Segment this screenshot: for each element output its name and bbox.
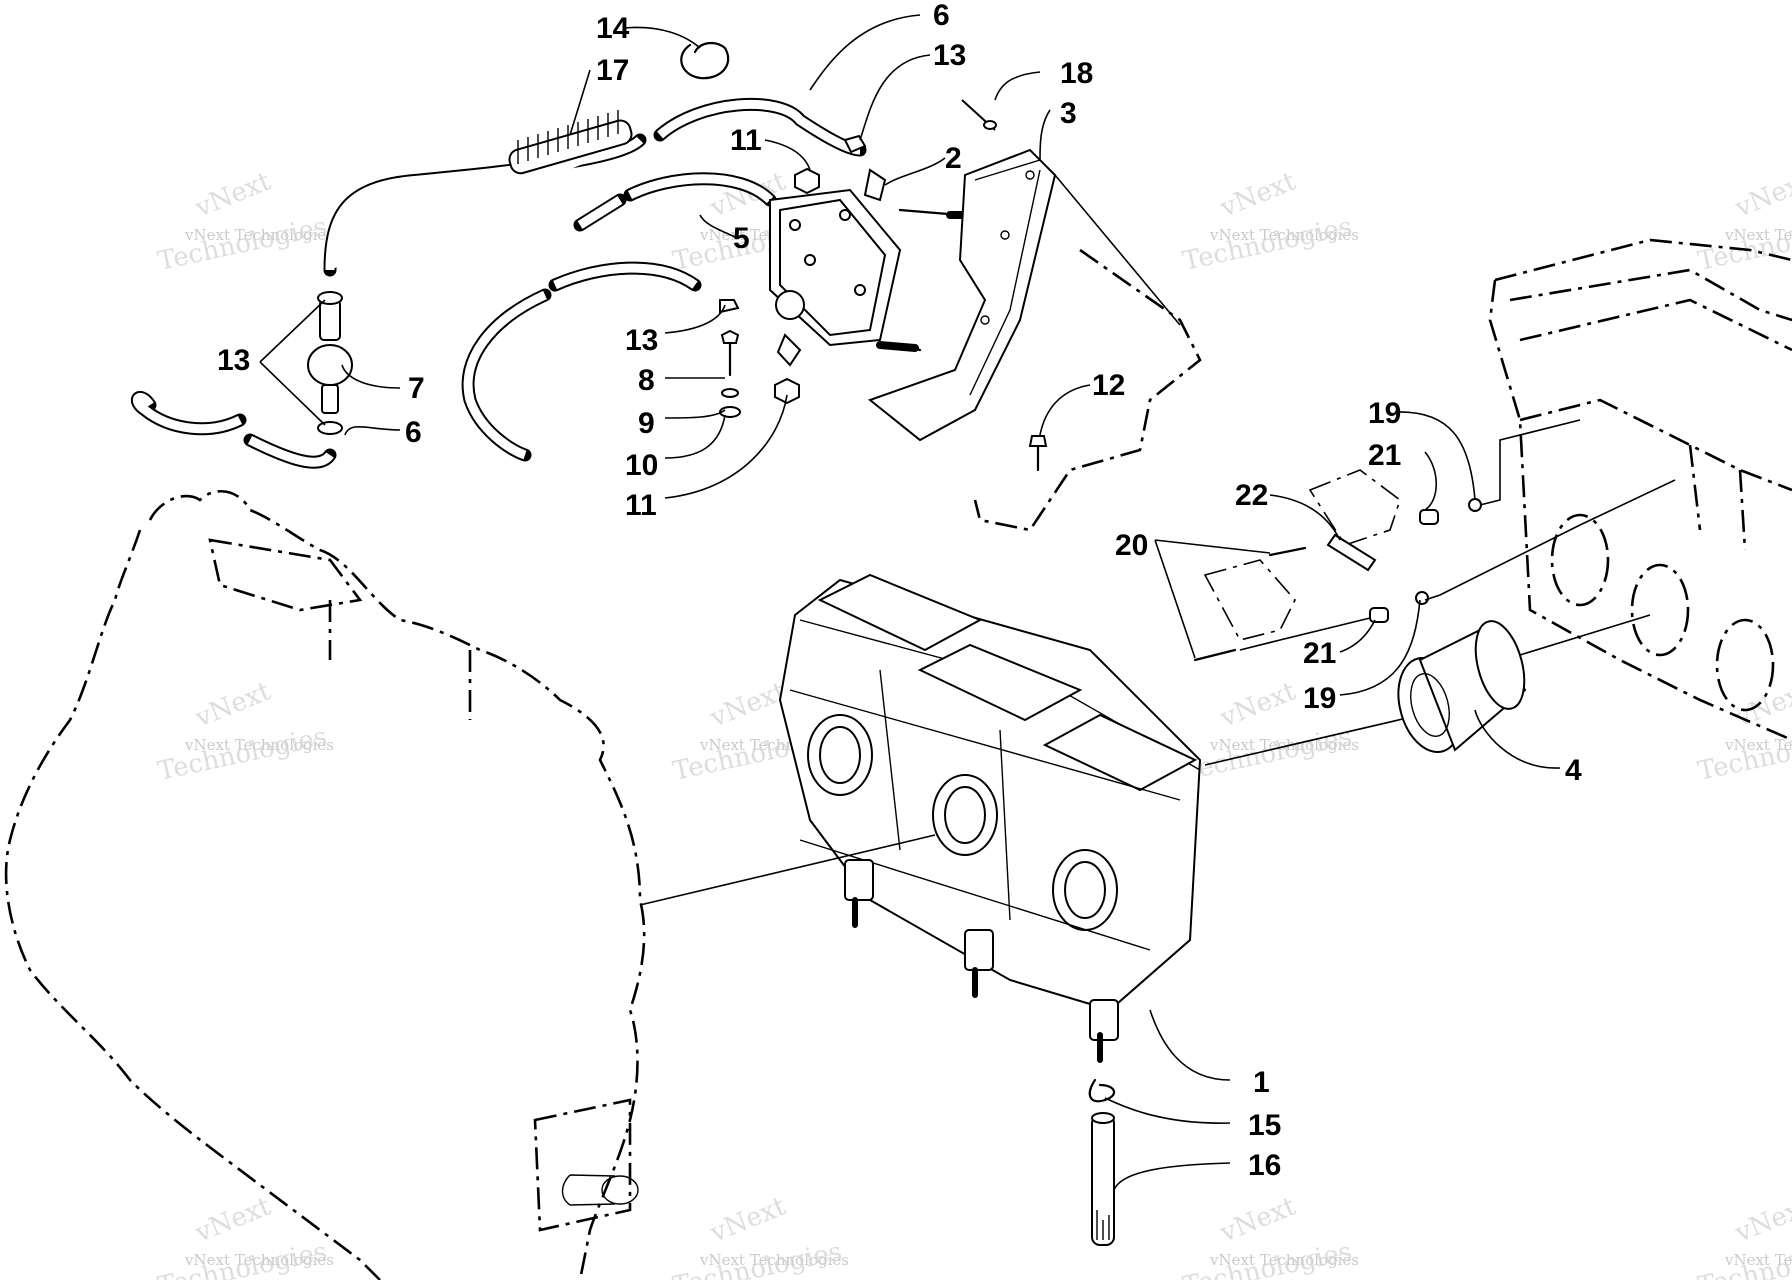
watermark-line1: vNext: [190, 676, 275, 734]
watermark-line3: Technologies: [670, 1237, 845, 1280]
hose-clamp: [680, 42, 730, 80]
callout-16: 16: [1248, 1149, 1281, 1182]
centerline-engine-carb: [639, 834, 936, 906]
carburetor-assembly: [778, 573, 1202, 1063]
callout-10: 10: [625, 449, 658, 482]
hardware-small: [719, 99, 1048, 472]
engine-top-detail: [208, 538, 472, 720]
callout-11-bottom: 11: [625, 489, 657, 522]
watermark-line1: vNext: [705, 1191, 790, 1249]
watermark-line3: Technologies: [155, 1237, 330, 1280]
callout-leaders: [259, 14, 1561, 1191]
callout-12: 12: [1092, 369, 1125, 402]
engine-mount-plate: [533, 1098, 632, 1232]
callout-21-top: 21: [1368, 439, 1401, 472]
callout-6-left: 6: [405, 416, 422, 449]
callout-14: 14: [596, 12, 630, 45]
airbox-outline: [1488, 238, 1792, 742]
callout-13-top: 13: [933, 39, 966, 72]
callout-13-left: 13: [217, 344, 250, 377]
callout-6-top: 6: [933, 0, 950, 32]
watermark-line1: vNext: [1215, 1191, 1300, 1249]
watermark-line2: vNext Technologies: [1209, 1251, 1359, 1269]
watermark-line2: vNext Technologies: [184, 736, 334, 754]
sensor-parts: [1193, 419, 1676, 662]
callout-3: 3: [1060, 97, 1077, 130]
fuel-filter: [307, 291, 353, 435]
airbox-port-2: [1630, 563, 1690, 657]
engine-shaft: [561, 1174, 616, 1206]
drain-hose: [1088, 1078, 1116, 1246]
callout-7: 7: [408, 372, 425, 405]
airbox-port-1: [1550, 513, 1610, 607]
watermark-line2: vNext Technologies: [1724, 736, 1792, 754]
watermark-line3: Technologies: [155, 722, 330, 787]
callout-19-bottom: 19: [1303, 682, 1336, 715]
watermark-line2: vNext Technologies: [1724, 1251, 1792, 1269]
callout-8: 8: [638, 364, 655, 397]
watermark-line1: vNext: [1730, 166, 1792, 224]
watermark-line3: Technologies: [155, 212, 330, 277]
watermark-line3: Technologies: [1180, 722, 1355, 787]
watermark-line2: vNext Technologies: [1209, 226, 1359, 244]
intake-boot: [1397, 620, 1527, 754]
fuel-pump: [769, 168, 989, 367]
callout-22: 22: [1235, 479, 1268, 512]
centerline-boot-airbox: [1519, 614, 1651, 656]
centerline-carb-boot: [1204, 714, 1421, 766]
watermark-line3: Technologies: [1180, 212, 1355, 277]
watermark-line2: vNext Technologies: [184, 1251, 334, 1269]
watermark-line2: vNext Technologies: [184, 226, 334, 244]
callout-21-bottom: 21: [1303, 637, 1336, 670]
spring-sleeve: [508, 110, 633, 175]
callout-15: 15: [1248, 1109, 1281, 1142]
airbox-port-3: [1715, 618, 1775, 712]
watermark-line1: vNext: [1730, 1191, 1792, 1249]
watermark-line1: vNext: [190, 1191, 275, 1249]
callout-9: 9: [638, 407, 655, 440]
watermark-line1: vNext: [1730, 676, 1792, 734]
callout-19-top: 19: [1368, 397, 1401, 430]
watermark-line1: vNext: [1215, 676, 1300, 734]
watermark-line2: vNext Technologies: [1724, 226, 1792, 244]
bracket-mount-outline: [973, 248, 1202, 532]
callout-1: 1: [1253, 1066, 1270, 1099]
fuel-hoses: [131, 97, 867, 469]
callout-4: 4: [1565, 754, 1582, 787]
callout-labels: 14 17 6 13 18 3 11 2 5 13 7 6 13 8 9 10 …: [217, 0, 1582, 1182]
callout-13-mid: 13: [625, 324, 658, 357]
airbox-lid: [1509, 268, 1792, 352]
callout-11-top: 11: [730, 124, 762, 157]
watermark-line3: Technologies: [1180, 1237, 1355, 1280]
watermark-line2: vNext Technologies: [699, 1251, 849, 1269]
watermark-line1: vNext: [705, 676, 790, 734]
engine-outline: [4, 490, 646, 1280]
watermark-line2: vNext Technologies: [1209, 736, 1359, 754]
watermark-line1: vNext: [1215, 166, 1300, 224]
callout-18: 18: [1060, 57, 1093, 90]
watermark-line1: vNext: [190, 166, 275, 224]
callout-5: 5: [733, 222, 750, 255]
engine-shaft-end: [601, 1175, 639, 1205]
callout-20: 20: [1115, 529, 1148, 562]
mounting-bracket: [867, 148, 1181, 442]
callout-2: 2: [945, 142, 962, 175]
callout-17: 17: [596, 54, 629, 87]
